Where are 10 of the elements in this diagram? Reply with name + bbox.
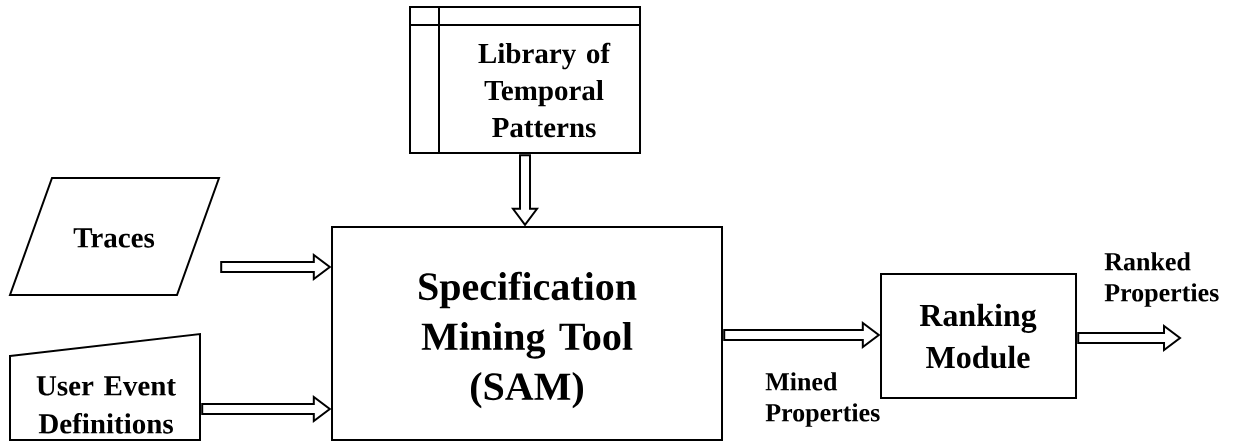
block-arrow (723, 321, 881, 349)
storage-box: Library of Temporal Patterns (409, 6, 641, 154)
block-arrow (220, 253, 332, 281)
edge-label: Ranked Properties (1104, 252, 1219, 307)
process-box: Ranking Module (880, 273, 1077, 399)
block-arrow (1077, 324, 1182, 352)
edge-label: Mined Properties (765, 372, 880, 427)
block-arrow (511, 154, 539, 227)
process-box: Specification Mining Tool (SAM) (331, 226, 723, 441)
block-arrow (201, 395, 332, 423)
